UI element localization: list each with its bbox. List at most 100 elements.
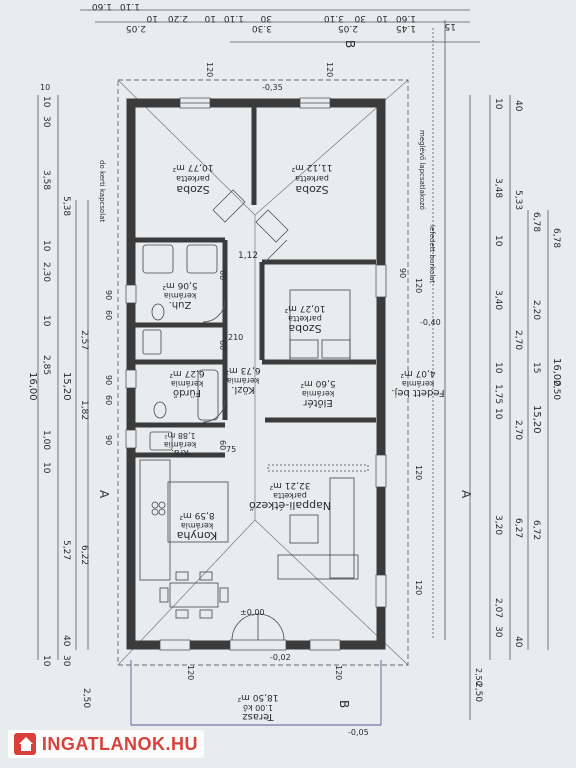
dim-label: 6,78 [531,212,541,232]
room-area: 6,73 m² [225,365,261,375]
room-name: Zuh. [169,299,192,310]
room-name: Előtér [302,397,332,409]
dim-label: 40 [61,635,71,647]
window-tag: 120 [205,62,214,77]
room-name: Nappali-étkező [249,499,331,512]
top-dim-label: 15 [445,21,456,31]
room-floor: parketta [288,314,322,323]
room-area: 5,60 m² [300,378,336,388]
dim-mark: 75 [226,445,236,454]
hall-doors [202,189,289,423]
window-tag: 60 [218,440,227,450]
height-mark: 1,12 [238,251,258,261]
right-windows [375,264,387,608]
right-dimension-lines [469,95,549,720]
room-area: 11,12 m² [291,162,332,172]
dim-label: 5,33 [513,190,523,210]
dim-label: 6,78 [551,228,561,248]
top-dim-label: 2.05 [338,23,358,33]
dim-label: 10 [41,462,51,474]
room-name: Konyha [177,529,218,542]
room-name: Terasz [242,711,274,722]
dim-label: 5,27 [61,540,71,560]
dim-label: 10 [41,315,51,327]
watermark-text: INGATLANOK.HU [41,733,198,754]
room-name: Fedett bej. [391,387,444,398]
dim-label: 2,30 [41,262,51,282]
top-dim-label: 3.10 [324,13,344,23]
dim-label: 10 [493,235,503,247]
dim-label: 3,40 [493,290,503,310]
room-floor: kerámia [181,521,213,530]
room-name: Kra. [171,447,189,457]
room-name: Szoba [288,322,321,335]
dim-label: 10 [41,655,51,667]
top-dim-label: 2.05 [126,23,146,33]
top-dim-label: 10 [376,13,388,23]
window-tag: 120 [414,580,423,595]
window-tag: 60 [218,340,227,350]
top-dim-label: 30 [260,13,272,23]
dim-label: 2,50 [81,688,91,708]
dim-label: 6,72 [531,520,541,540]
roof-outline [117,79,409,666]
level-mark: -0,35 [262,83,283,92]
note-text: do kerti kapcsolat [98,160,106,223]
dim-label: 15,20 [531,405,542,434]
room-name: Szoba [295,183,328,196]
section-marker: B [337,700,351,708]
section-marker: B [343,40,357,48]
room-labels: Szoba parketta 10,77 m² Szoba parketta 1… [162,162,445,722]
dim-label: 30 [41,116,51,128]
room-area: 6,27 m² [169,368,205,378]
window-tag: 120 [414,465,423,480]
left-dimension-lines [37,95,89,660]
dim-label: 3,58 [41,170,51,190]
level-mark: -0,05 [348,728,369,737]
dim-label: 30 [493,626,503,638]
dim-label: 2,20 [531,300,541,320]
room-floor: kerámia [164,291,196,300]
dim-label: 3,20 [493,515,503,535]
window-tag: 120 [334,665,343,680]
window-tag: 60 [218,270,227,280]
dim-label: 2,50 [473,682,483,702]
top-dim-label: 2.20 [168,13,188,23]
level-mark: -0,40 [420,318,441,327]
dim-label: 40 [513,636,523,648]
top-dim-label: 10 [146,13,158,23]
dim-label: 2,07 [493,598,503,618]
top-dim-label: 1.60 [396,13,416,23]
window-tags: 120 120 120 120 120 120 120 90 90 90 90 … [104,62,423,680]
dim-label: 10 [493,408,503,420]
room-area: 32,21 m² [269,480,310,490]
dim-label: 2,50 [551,380,561,400]
section-marker: A [97,490,111,499]
dim-label: 2,70 [513,330,523,350]
watermark-logo: INGATLANOK.HU [8,730,204,758]
room-area: 1,88 m² [164,431,195,440]
dim-label: 10 [41,96,51,108]
dim-label: 10 [493,98,503,110]
note-text: lefedett burkolat [428,225,436,284]
terrace-outline [130,660,382,726]
room-name: Közl. [231,384,254,395]
note-text: meglévő lapcsatlakozó [418,130,427,210]
dim-label: 6,22 [79,545,89,565]
window-tag: 90 [398,268,407,278]
dim-label: 1,75 [493,384,503,404]
top-dimension-chain [80,9,480,640]
room-floor: 1.00 kő [243,703,273,712]
dim-label: 15 [531,362,541,373]
room-floor: kerámia [227,376,259,385]
window-tag: 90 [104,375,113,385]
top-dim-label: 1.45 [396,23,416,33]
room-name: Fürdő [173,387,201,399]
dim-mark: 210 [228,333,243,342]
dim-label: 15,20 [61,372,72,401]
dim-label: 2,57 [79,330,89,350]
level-mark: -0,02 [270,653,291,662]
dim-label: 2,70 [513,420,523,440]
